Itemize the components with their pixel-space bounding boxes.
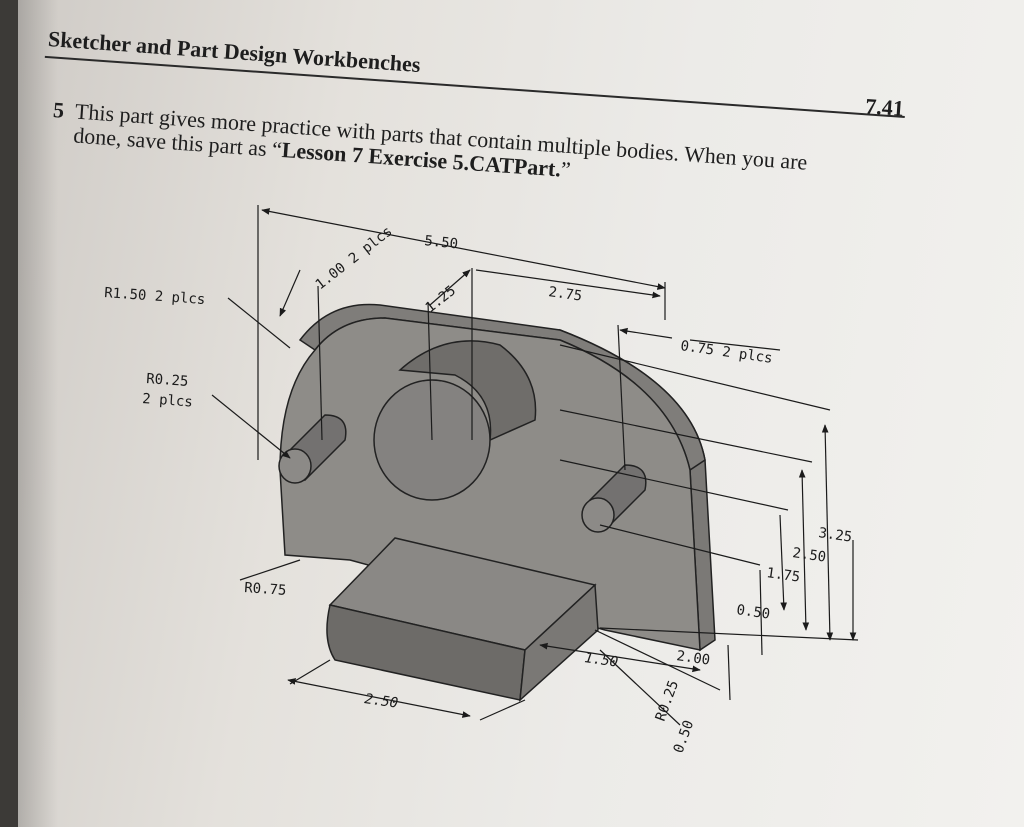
dim-550-label: 5.50 xyxy=(424,233,459,252)
dim-050b-label: 0.50 xyxy=(671,718,698,755)
dim-r025-label: R0.25 xyxy=(146,371,189,390)
dim-075-label: 0.75 2 plcs xyxy=(679,338,773,367)
dim-r025b-label: R0.25 xyxy=(653,678,682,723)
dim-r150-label: R1.50 2 plcs xyxy=(104,285,206,308)
dim-250-label: 2.50 xyxy=(363,691,399,712)
dim-r025-plcs-label: 2 plcs xyxy=(142,391,194,410)
right-pin-face xyxy=(581,497,615,533)
page-binding-shadow xyxy=(18,0,58,827)
block-front-face xyxy=(326,604,526,701)
dim-125-label: 1.25 xyxy=(423,283,459,316)
dim-r075-label: R0.75 xyxy=(244,580,287,599)
dim-050-label: 0.50 xyxy=(735,602,771,623)
dim-175-label: 1.75 xyxy=(765,565,801,586)
dimension-lines xyxy=(211,205,859,726)
left-pin-face xyxy=(278,448,312,484)
dim-250v-label: 2.50 xyxy=(791,545,827,566)
dim-200-label: 2.00 xyxy=(675,648,711,669)
boss-side xyxy=(398,340,537,442)
dim-275-label: 2.75 xyxy=(547,284,583,305)
dim-100-label: 1.00 2 plcs xyxy=(313,223,396,293)
dim-325-label: 3.25 xyxy=(817,525,853,546)
dim-150-label: 1.50 xyxy=(583,650,619,671)
